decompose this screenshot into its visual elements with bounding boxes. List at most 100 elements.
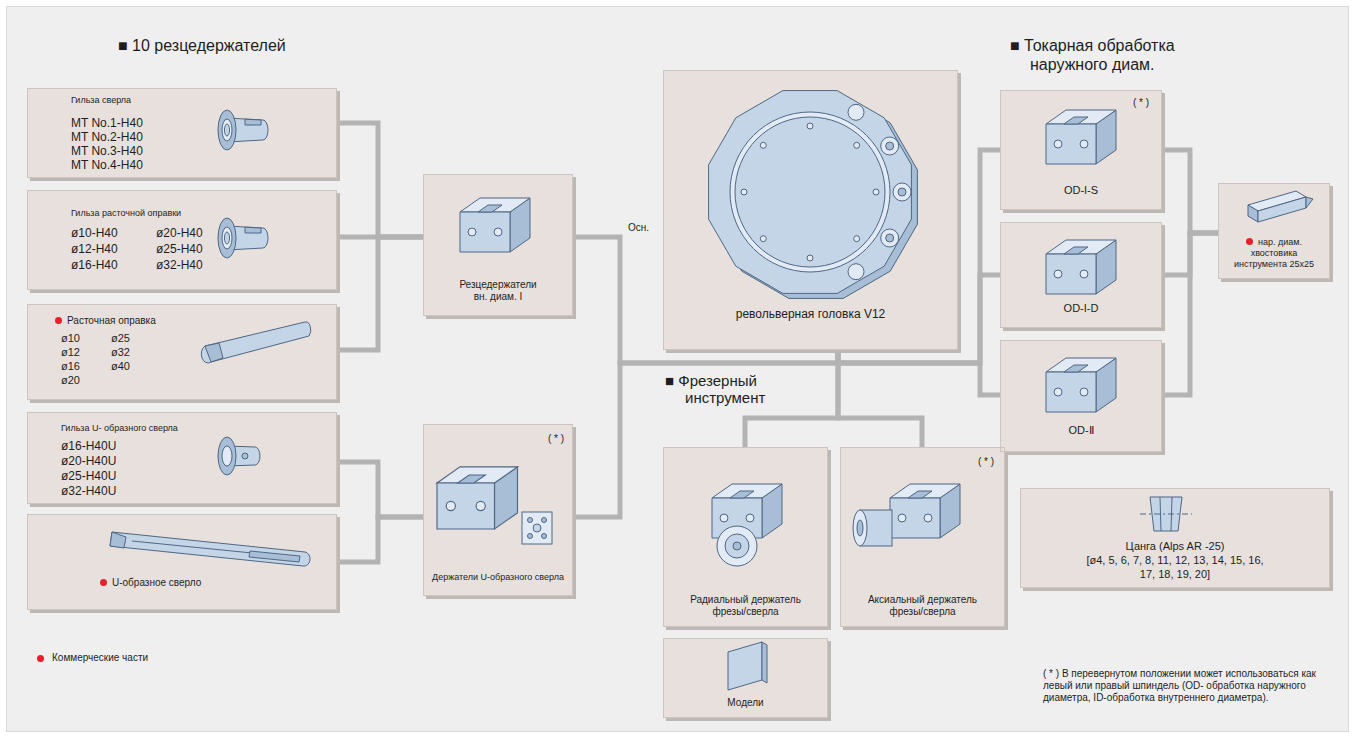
turret-icon	[848, 264, 864, 280]
turret-icon	[881, 137, 899, 155]
drill-sleeve-icon	[218, 110, 268, 150]
radial-holder-icon	[712, 484, 782, 566]
size-item: ø12-H40	[71, 241, 156, 257]
od-holder-box: OD-Ⅱ	[1000, 340, 1162, 452]
legend-swatch	[37, 655, 44, 662]
od-holder-box: ( * )OD-I-S	[1000, 90, 1162, 210]
text-group: Аксиальный держатель фрезы/сверла	[860, 594, 985, 618]
turret-icon	[854, 236, 860, 242]
turret-icon	[741, 189, 747, 195]
u-drill-holder-icon	[528, 518, 533, 523]
u-drill-holder-icon	[522, 512, 552, 544]
model-plate-icon	[728, 642, 767, 690]
legend-item: Коммерческие части	[37, 652, 148, 664]
text-group: Гильза U- образного сверла	[61, 423, 178, 434]
box-fill	[27, 412, 337, 504]
u-drill-holder-box: ( * )Держатели U-образного сверла	[423, 424, 573, 596]
axial-holder-box: ( * ) Аксиальный держатель фрезы/сверла	[840, 447, 1005, 627]
boring-bar-icon	[205, 343, 223, 362]
label-box: ■ 10 резцедержателей	[118, 36, 418, 55]
note-mark: ( * )	[978, 456, 994, 467]
size-item: ø10-H40	[71, 225, 156, 241]
boring-sleeve-box: Гильза расточной оправки ø10-H40ø20-H40ø1…	[27, 190, 337, 290]
text-group: Расточная оправка	[55, 315, 156, 327]
note-mark: ( * )	[1133, 97, 1149, 108]
text-group: U-образное сверло	[100, 577, 201, 589]
box-fill	[663, 638, 828, 718]
u-drill-sleeve-icon	[242, 453, 248, 459]
od-holder-icon	[1046, 358, 1116, 412]
connector-line	[1162, 233, 1218, 395]
collet-icon	[1140, 497, 1192, 531]
collet-box: Цанга (Alps AR -25)[ø4, 5, 6, 7, 8, 11, …	[1020, 488, 1330, 588]
text-group: ø10-H40ø20-H40ø12-H40ø25-H40ø16-H40ø32-H…	[71, 225, 241, 273]
size-item: ø12	[61, 345, 111, 359]
tool-shank-icon	[1248, 191, 1313, 222]
text-group: нар. диам. хвостовика инструмента 25x25	[1225, 237, 1323, 270]
text-group: Гильза расточной оправки	[71, 208, 181, 219]
axial-holder-icon	[857, 520, 863, 536]
size-item: ø25-H40	[156, 241, 241, 257]
tool-shank-icon	[1258, 197, 1306, 222]
u-drill-sleeve-icon	[222, 446, 232, 466]
size-item: ø25-H40U	[61, 469, 181, 484]
connector-line	[1162, 150, 1218, 233]
u-drill-holder-icon	[542, 534, 547, 539]
turret-icon	[873, 189, 879, 195]
size-item: ø32	[111, 345, 161, 359]
text-group: Радиальный держатель фрезы/сверла	[683, 594, 808, 618]
size-item: MT No.4-H40	[71, 158, 191, 172]
model-plate-icon	[762, 642, 767, 683]
radial-holder-box: Радиальный держатель фрезы/сверла	[663, 447, 828, 627]
u-drill-holder-icon	[437, 467, 552, 544]
turret-icon	[886, 142, 894, 150]
model-plate-icon	[728, 642, 762, 690]
box-title: Гильза расточной оправки	[71, 208, 181, 218]
turret-icon	[709, 91, 912, 294]
connector-line	[337, 462, 423, 517]
turret-icon	[709, 91, 918, 299]
u-drill-icon	[110, 532, 310, 566]
turret-icon	[854, 142, 860, 148]
box-caption: OD-I-D	[1064, 302, 1099, 314]
u-drill-holder-icon	[437, 467, 518, 529]
id-holder-box: Резцедержатели вн. диам. I	[423, 174, 573, 316]
box-fill	[663, 447, 828, 627]
u-drill-holder-icon	[528, 534, 533, 539]
text-group: Резцедержатели вн. диам. I	[452, 279, 544, 303]
box-fill	[1000, 222, 1162, 328]
u-drill-sleeve-icon	[218, 437, 260, 475]
axial-holder-icon	[890, 484, 960, 538]
section-heading: ■ Фрезерный инструмент	[665, 372, 800, 406]
turret-icon	[886, 234, 894, 242]
text-group: ( * )	[1133, 97, 1149, 109]
collet-icon	[1140, 514, 1192, 515]
boring-sleeve-icon	[218, 218, 268, 258]
turret-icon	[807, 123, 813, 129]
radial-holder-icon	[733, 542, 741, 550]
size-item: ø20	[61, 373, 111, 387]
size-item: ø20-H40U	[61, 454, 181, 469]
size-item: ø10	[61, 331, 111, 345]
u-drill-icon	[110, 532, 310, 566]
legend-text: Коммерческие части	[52, 652, 148, 664]
models-box: Модели	[663, 638, 828, 718]
u-drill-icon	[249, 551, 300, 562]
size-item: MT No.2-H40	[71, 130, 191, 144]
tool-shank-icon	[1306, 197, 1313, 208]
box-fill	[1020, 488, 1330, 588]
box-title: Гильза U- образного сверла	[61, 423, 178, 433]
od-holder-icon	[1046, 240, 1116, 294]
boring-bar-icon	[201, 322, 310, 363]
box-fill	[1000, 340, 1162, 452]
size-item: ø32-H40	[156, 257, 241, 273]
size-item: MT No.1-H40	[71, 116, 191, 130]
u-drill-sleeve-icon	[218, 437, 236, 475]
text-group: ø16-H40Uø20-H40Uø25-H40Uø32-H40U	[61, 439, 181, 499]
box-fill	[423, 174, 573, 316]
